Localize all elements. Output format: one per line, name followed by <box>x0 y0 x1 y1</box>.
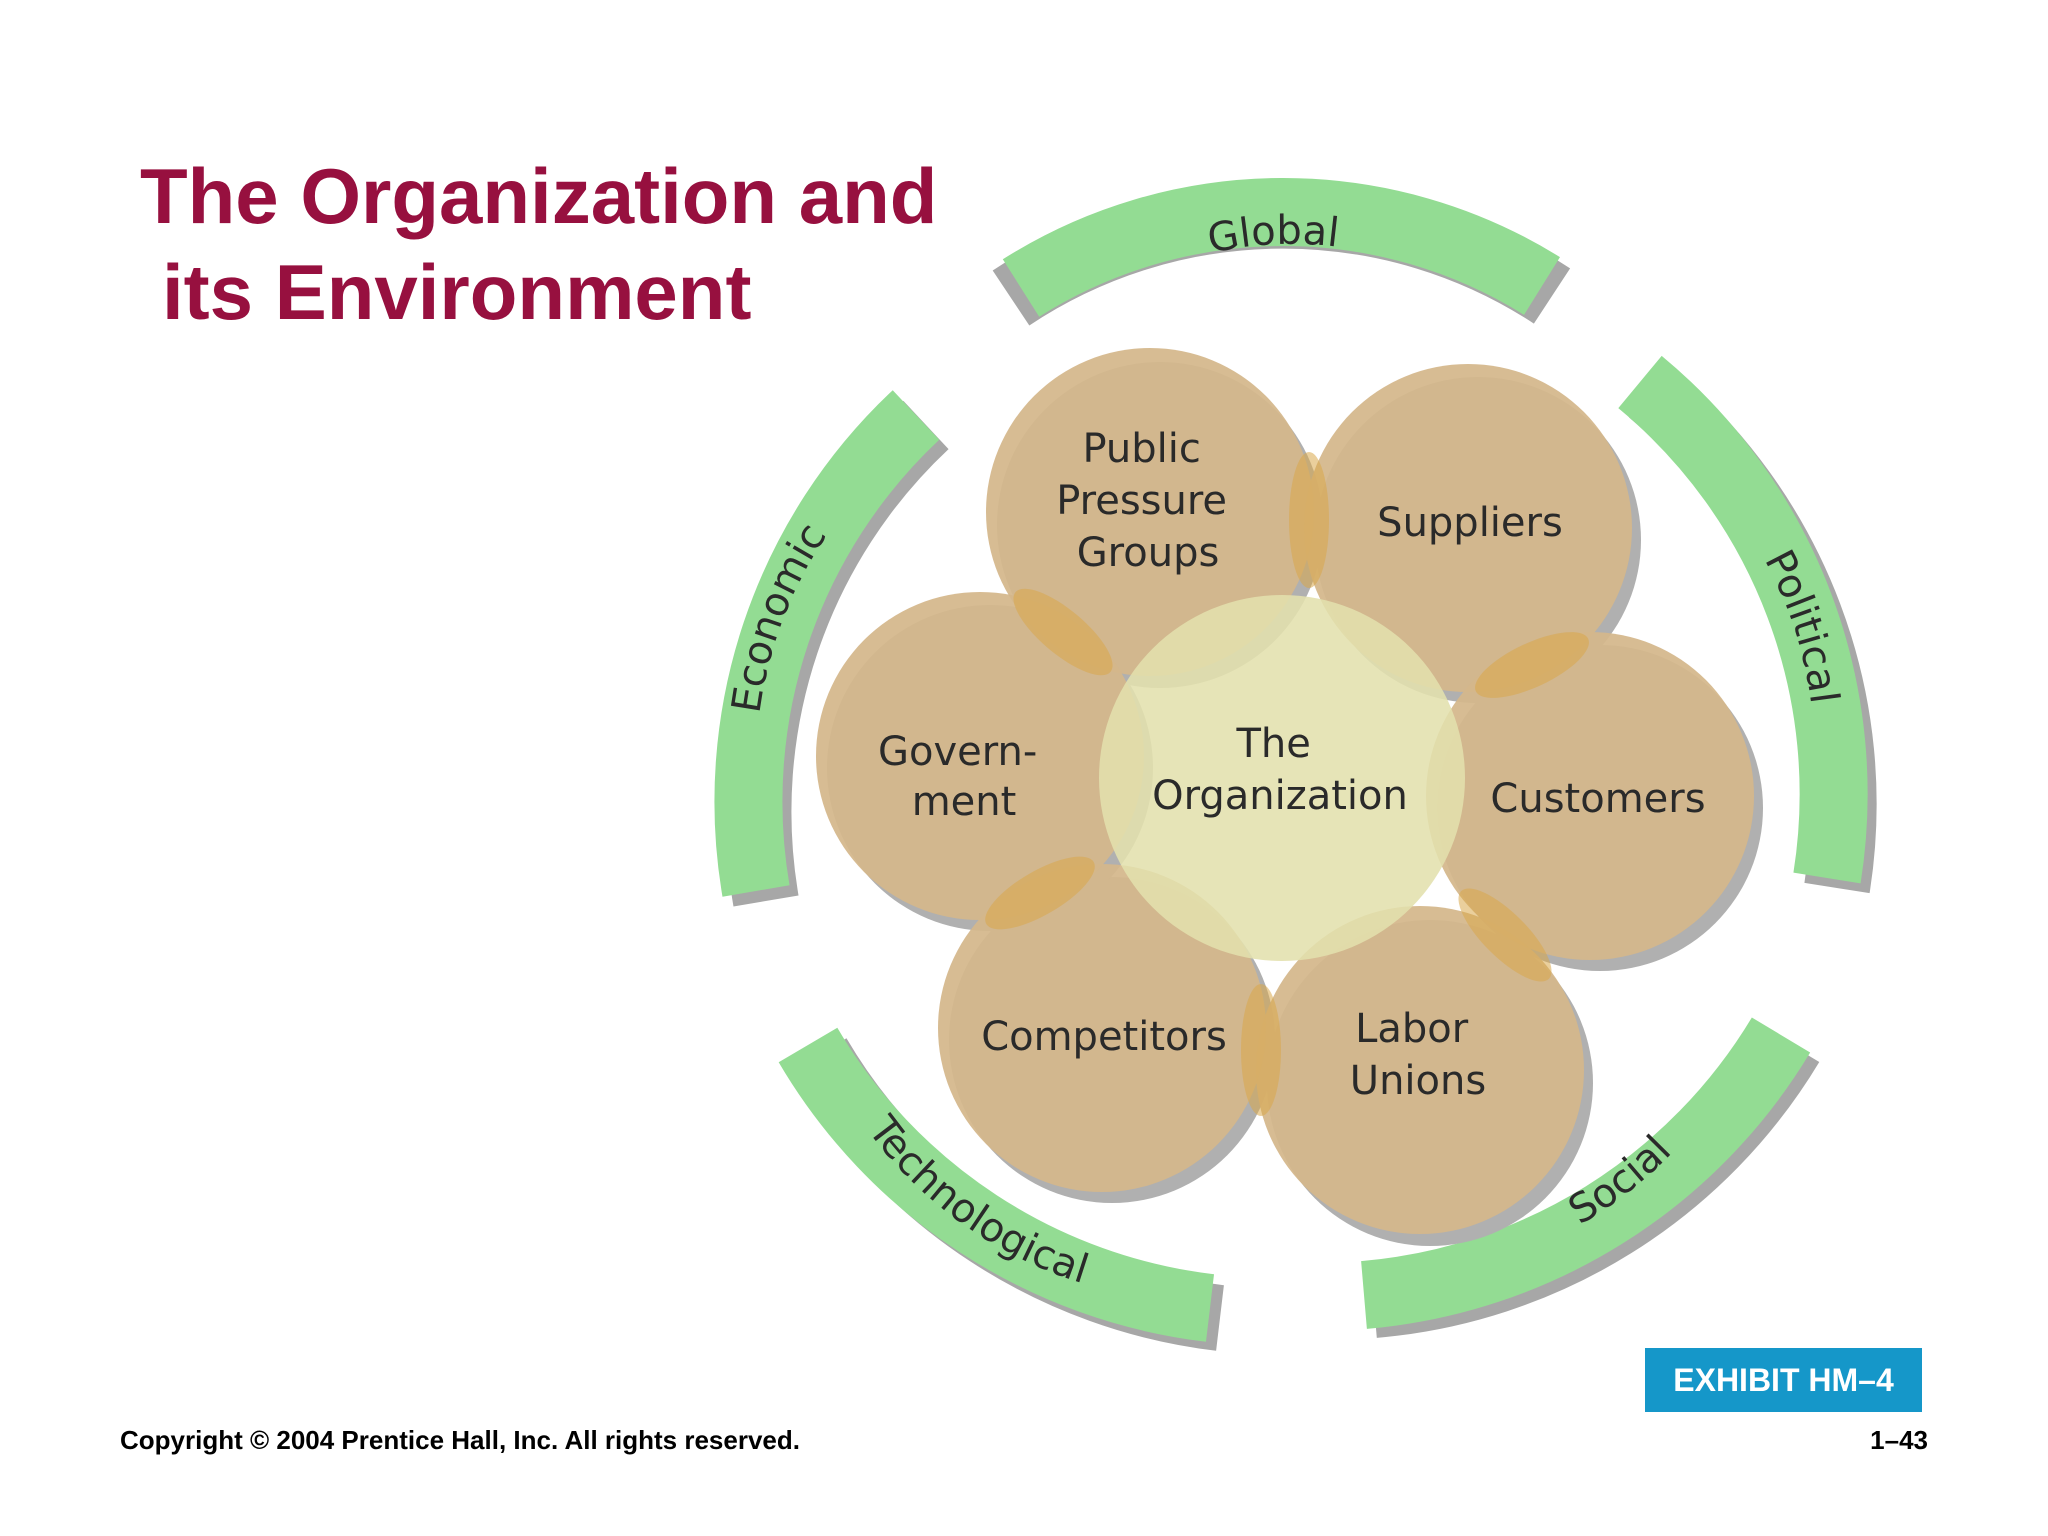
label-suppliers: Suppliers <box>1377 500 1563 546</box>
ring-segment-technological <box>778 1027 1215 1342</box>
overlap-pressure-suppliers <box>1289 452 1329 588</box>
slide-title: The Organization and its Environment <box>140 148 937 340</box>
page-number: 1–43 <box>1870 1425 1928 1455</box>
exhibit-badge: EXHIBIT HM–4 <box>1645 1348 1922 1412</box>
circle-customers <box>1426 632 1754 960</box>
circle-public-pressure-groups <box>986 348 1314 676</box>
slide-title-line-1: The Organization and <box>140 152 938 240</box>
label-labor-unions: Labor Unions <box>1350 1006 1486 1104</box>
overlap-labor-competitors <box>1241 984 1281 1116</box>
circle-government <box>816 592 1144 920</box>
circle-competitors <box>938 864 1266 1192</box>
label-public-pressure-groups: Public Pressure Groups <box>1056 426 1240 576</box>
label-competitors: Competitors <box>981 1014 1227 1060</box>
copyright-notice: Copyright © 2004 Prentice Hall, Inc. All… <box>120 1425 800 1455</box>
circle-labor-unions <box>1256 906 1584 1234</box>
circle-suppliers <box>1304 364 1632 692</box>
ring-label-global: Global <box>1204 208 1342 263</box>
circle-overlaps <box>985 452 1589 1116</box>
ring-segment-economic <box>714 390 940 897</box>
overlap-competitors-government <box>985 856 1095 930</box>
label-government: Govern- ment <box>878 729 1050 825</box>
slide-title-line-2: its Environment <box>162 248 752 336</box>
general-environment-ring <box>714 178 1877 1351</box>
overlap-customers-labor <box>1458 888 1552 982</box>
ring-segment-political <box>1618 355 1868 884</box>
ring-segment-social <box>1361 1017 1811 1329</box>
overlap-government-pressure <box>1013 588 1113 676</box>
label-customers: Customers <box>1490 776 1705 822</box>
overlap-suppliers-customers <box>1475 632 1589 698</box>
label-the-organization: The Organization <box>1152 721 1408 819</box>
center-circle-organization <box>1099 595 1465 961</box>
ring-segment-global <box>1002 178 1560 317</box>
specific-environment-circles <box>816 348 1754 1234</box>
